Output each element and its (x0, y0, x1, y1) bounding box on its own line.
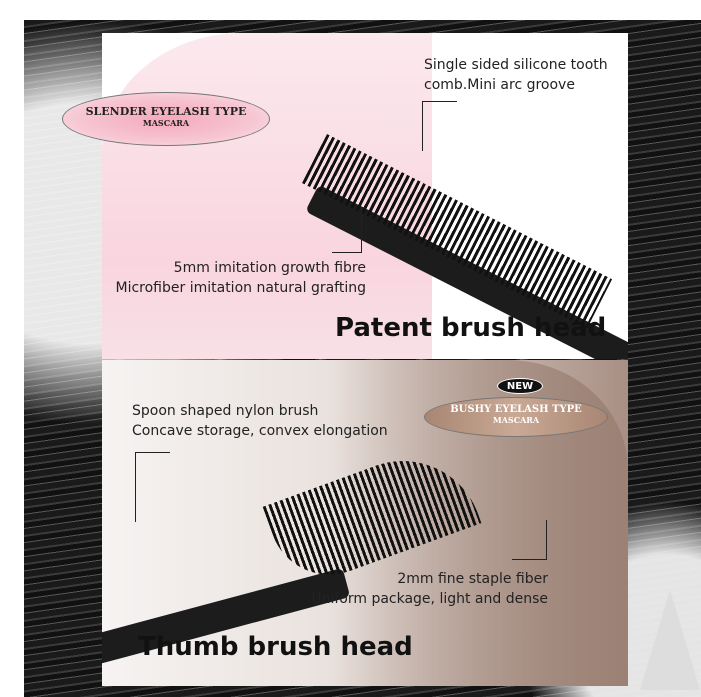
callout-line (135, 452, 170, 522)
patent-brush-title: Patent brush head (335, 313, 607, 343)
thumb-brush-title: Thumb brush head (138, 632, 413, 662)
callout-line (332, 208, 362, 253)
callout-line (422, 101, 457, 151)
decorative-triangle (640, 590, 700, 690)
new-badge: NEW (497, 378, 543, 394)
callout-line (512, 520, 547, 560)
